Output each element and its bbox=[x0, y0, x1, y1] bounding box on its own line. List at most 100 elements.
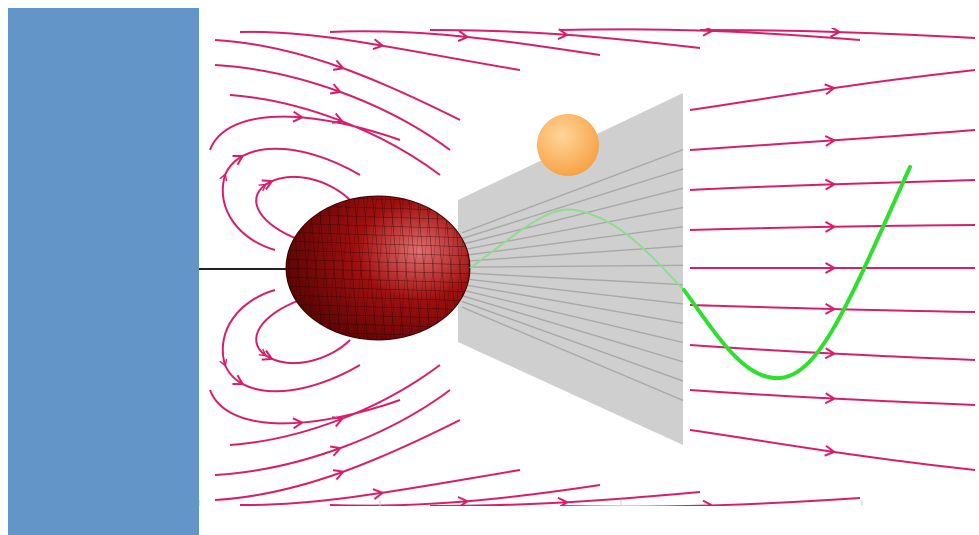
streamline-arrow bbox=[457, 30, 470, 42]
mesh-line bbox=[335, 196, 351, 340]
mesh-line bbox=[362, 196, 378, 340]
ellipsoid-body bbox=[285, 195, 471, 341]
mesh-line bbox=[389, 196, 405, 340]
mesh-line bbox=[326, 196, 342, 340]
cone-ray bbox=[461, 148, 684, 234]
streamline bbox=[689, 344, 976, 361]
mesh-line bbox=[416, 196, 432, 340]
streamline bbox=[689, 129, 976, 151]
streamline bbox=[223, 147, 361, 251]
mesh-line bbox=[344, 196, 360, 340]
mesh-line bbox=[353, 196, 369, 340]
cone-ray bbox=[461, 300, 684, 382]
mesh-line bbox=[371, 196, 387, 340]
streamline bbox=[699, 29, 976, 39]
streamline-arrow bbox=[824, 303, 837, 315]
streamline bbox=[255, 175, 351, 241]
mesh-line bbox=[416, 196, 432, 340]
streamline bbox=[689, 179, 976, 191]
mesh-line bbox=[286, 222, 470, 230]
streamline bbox=[689, 389, 976, 406]
cone-ray bbox=[461, 283, 684, 324]
cone-ray bbox=[461, 277, 684, 305]
cone-rays bbox=[461, 148, 684, 402]
streamline bbox=[223, 289, 361, 393]
streamline-arrow bbox=[825, 262, 837, 274]
mesh-line bbox=[425, 196, 441, 340]
streamline bbox=[689, 224, 976, 231]
streamline bbox=[209, 389, 401, 425]
streamline bbox=[689, 304, 976, 313]
streamline-arrow bbox=[232, 374, 245, 386]
trajectory-curve bbox=[469, 165, 912, 381]
streamline-arrow bbox=[329, 445, 343, 457]
mesh-line bbox=[286, 312, 470, 320]
streamline-arrow bbox=[261, 179, 274, 191]
streamline-arrow bbox=[824, 392, 837, 405]
mesh-line bbox=[286, 240, 470, 248]
streamline-arrow bbox=[702, 499, 715, 506]
mesh-line bbox=[407, 196, 423, 340]
streamline-arrow bbox=[332, 469, 346, 481]
sun-sphere bbox=[537, 114, 599, 176]
cone-ray bbox=[461, 272, 684, 286]
wall-block bbox=[8, 8, 199, 535]
streamline bbox=[255, 299, 351, 365]
cone-ray bbox=[461, 245, 684, 263]
streamline bbox=[214, 389, 451, 476]
cone-ray bbox=[461, 306, 684, 402]
mesh-line bbox=[317, 196, 333, 340]
streamline-arrow bbox=[292, 110, 305, 123]
streamline bbox=[229, 364, 441, 446]
streamline-arrow bbox=[824, 135, 837, 147]
mesh-line bbox=[286, 276, 470, 284]
streamline bbox=[689, 429, 976, 471]
mesh-line bbox=[425, 196, 441, 340]
streamline bbox=[559, 28, 861, 41]
cone-ray bbox=[461, 206, 684, 251]
mesh-line bbox=[389, 196, 405, 340]
cone-ray bbox=[461, 226, 684, 257]
streamline bbox=[429, 491, 701, 506]
mesh-line bbox=[335, 196, 351, 340]
streamlines bbox=[209, 28, 976, 506]
mesh-line bbox=[286, 303, 470, 311]
streamline-arrow bbox=[261, 349, 274, 361]
mesh-line bbox=[407, 196, 423, 340]
mesh-line bbox=[380, 196, 396, 340]
streamline-arrow bbox=[372, 488, 385, 500]
streamline-arrow bbox=[557, 28, 570, 41]
mesh-line bbox=[398, 196, 414, 340]
streamline bbox=[329, 30, 601, 56]
streamline-arrow bbox=[292, 417, 305, 430]
mesh-line bbox=[398, 196, 414, 340]
mesh-line bbox=[344, 196, 360, 340]
streamline-arrow bbox=[331, 416, 345, 428]
cone-ray bbox=[461, 295, 684, 363]
mesh-line bbox=[317, 196, 333, 340]
mesh-line bbox=[326, 196, 342, 340]
streamline bbox=[689, 69, 976, 111]
streamline bbox=[329, 484, 601, 506]
cone-ray bbox=[461, 289, 684, 344]
streamline-arrow bbox=[372, 38, 385, 51]
mesh-line bbox=[286, 294, 470, 302]
cone-ray bbox=[461, 187, 684, 245]
streamline-arrow bbox=[829, 28, 842, 38]
streamline bbox=[229, 94, 441, 176]
streamline bbox=[429, 29, 701, 49]
streamline bbox=[214, 419, 461, 501]
streamline bbox=[214, 64, 451, 151]
mesh-line bbox=[286, 285, 470, 293]
mesh-line bbox=[286, 258, 470, 266]
mesh-line bbox=[371, 196, 387, 340]
light-cone bbox=[458, 93, 684, 445]
streamline-arrow bbox=[232, 154, 245, 166]
streamline-arrow bbox=[329, 83, 343, 95]
mesh-line bbox=[353, 196, 369, 340]
streamline-arrow bbox=[824, 444, 837, 457]
streamline bbox=[209, 115, 401, 151]
cone-ray bbox=[461, 168, 684, 240]
streamline-arrow bbox=[824, 220, 837, 233]
